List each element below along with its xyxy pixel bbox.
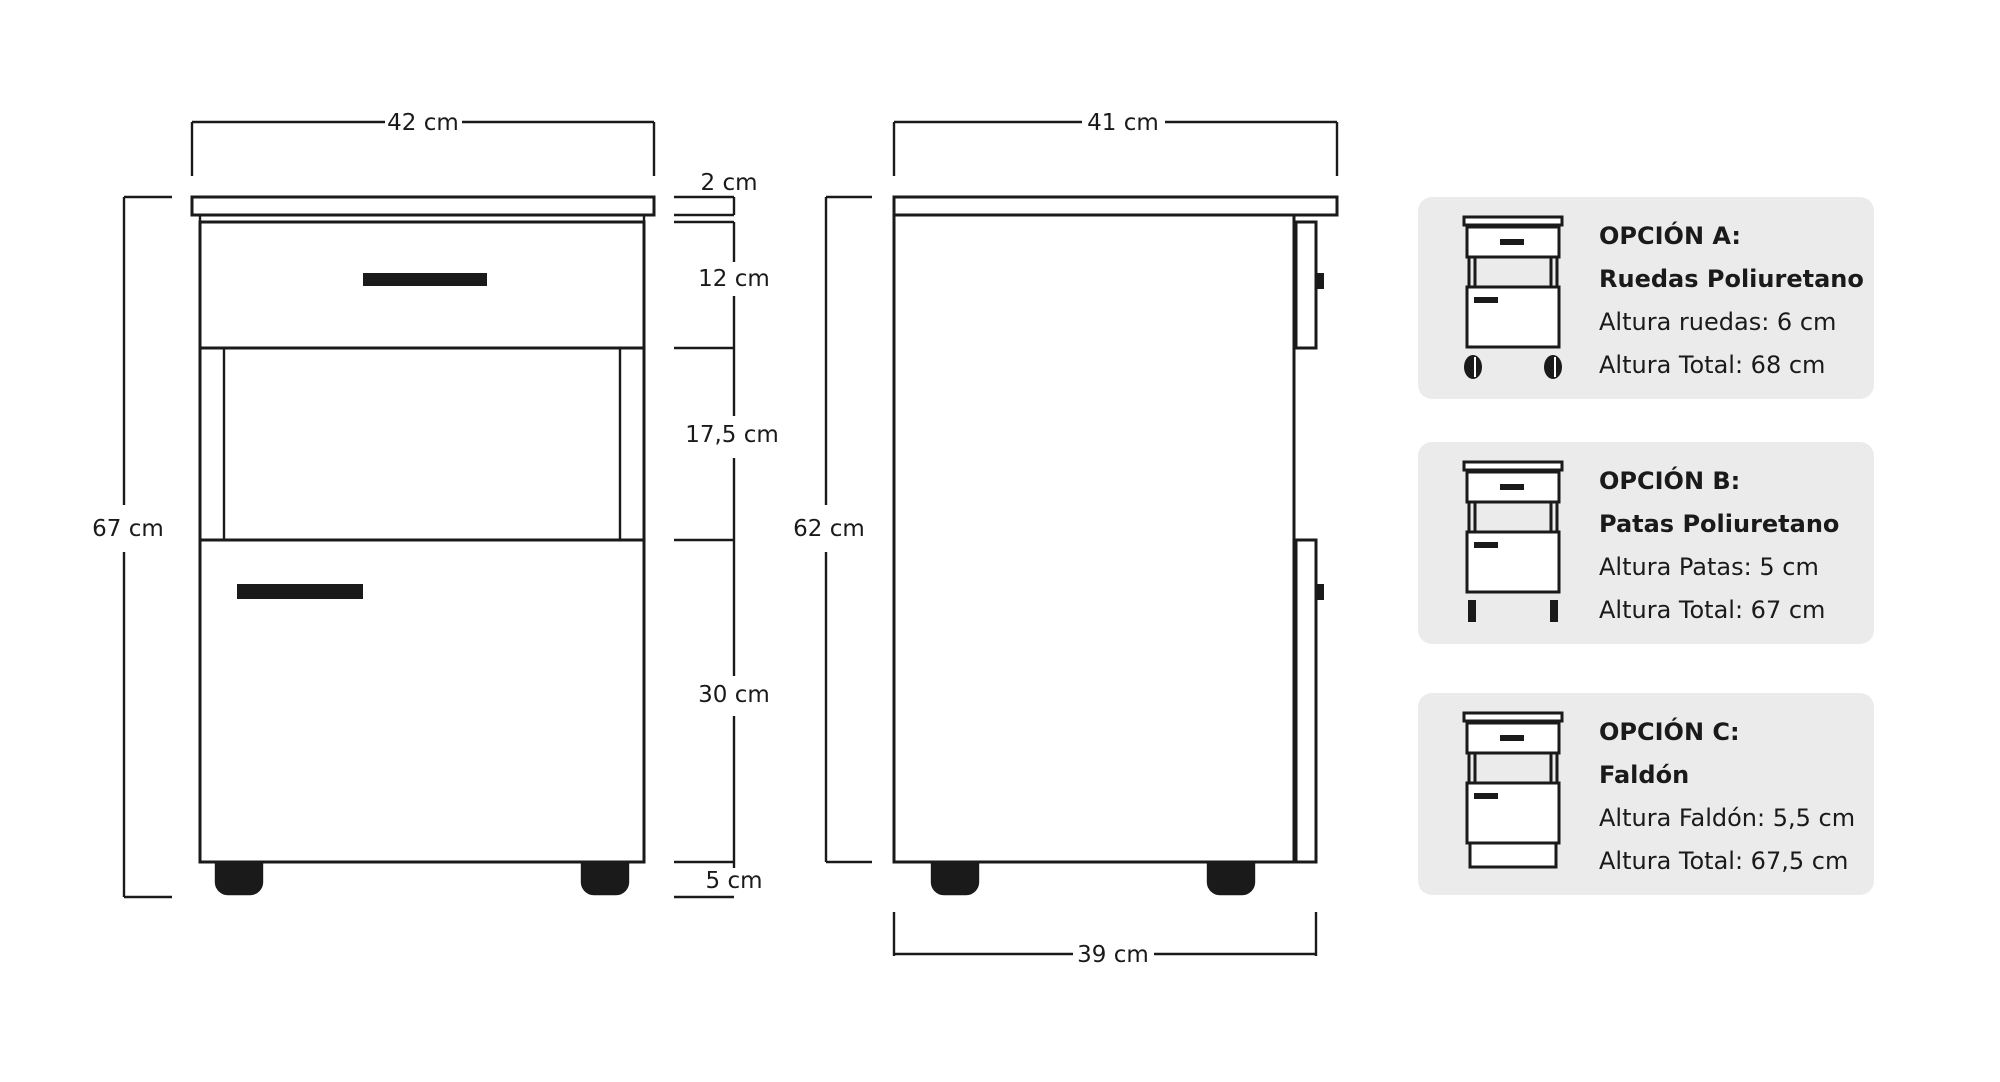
option-card-a: OPCIÓN A: Ruedas Poliuretano Altura rued… — [1418, 197, 1874, 399]
option-a-line1: Altura ruedas: 6 cm — [1599, 308, 1837, 336]
option-c-subtitle: Faldón — [1599, 761, 1690, 789]
option-b-subtitle: Patas Poliuretano — [1599, 510, 1840, 538]
front-width-label: 42 cm — [387, 110, 459, 136]
option-a-subtitle: Ruedas Poliuretano — [1599, 265, 1864, 293]
option-card-b: OPCIÓN B: Patas Poliuretano Altura Patas… — [1418, 442, 1874, 644]
option-c-line1: Altura Faldón: 5,5 cm — [1599, 804, 1856, 832]
option-card-c: OPCIÓN C: Faldón Altura Faldón: 5,5 cm A… — [1418, 693, 1874, 895]
cabinet-skirt-icon — [1462, 711, 1564, 869]
front-total-height-label: 67 cm — [92, 516, 164, 542]
drawer-handle — [363, 273, 487, 286]
caster-icon — [1206, 860, 1256, 896]
option-a-title: OPCIÓN A: — [1599, 222, 1741, 250]
door-height-label: 30 cm — [698, 682, 770, 708]
front-view — [122, 120, 736, 899]
option-c-title: OPCIÓN C: — [1599, 718, 1740, 746]
option-b-line1: Altura Patas: 5 cm — [1599, 553, 1819, 581]
caster-icon — [580, 860, 630, 896]
option-b-line2: Altura Total: 67 cm — [1599, 596, 1826, 624]
side-bottom-width-label: 39 cm — [1077, 942, 1149, 968]
option-a-line2: Altura Total: 68 cm — [1599, 351, 1826, 379]
side-view — [824, 120, 1339, 956]
cabinet-wheels-icon — [1462, 215, 1564, 379]
option-c-line2: Altura Total: 67,5 cm — [1599, 847, 1849, 875]
side-width-label: 41 cm — [1087, 110, 1159, 136]
option-b-title: OPCIÓN B: — [1599, 467, 1741, 495]
caster-icon — [214, 860, 264, 896]
side-height-label: 62 cm — [793, 516, 865, 542]
drawer-height-label: 12 cm — [698, 266, 770, 292]
niche-height-label: 17,5 cm — [685, 422, 779, 448]
door-handle — [237, 584, 363, 599]
cabinet-legs-icon — [1462, 460, 1564, 622]
top-thickness-label: 2 cm — [701, 170, 758, 196]
base-height-label: 5 cm — [706, 868, 763, 894]
caster-icon — [930, 860, 980, 896]
